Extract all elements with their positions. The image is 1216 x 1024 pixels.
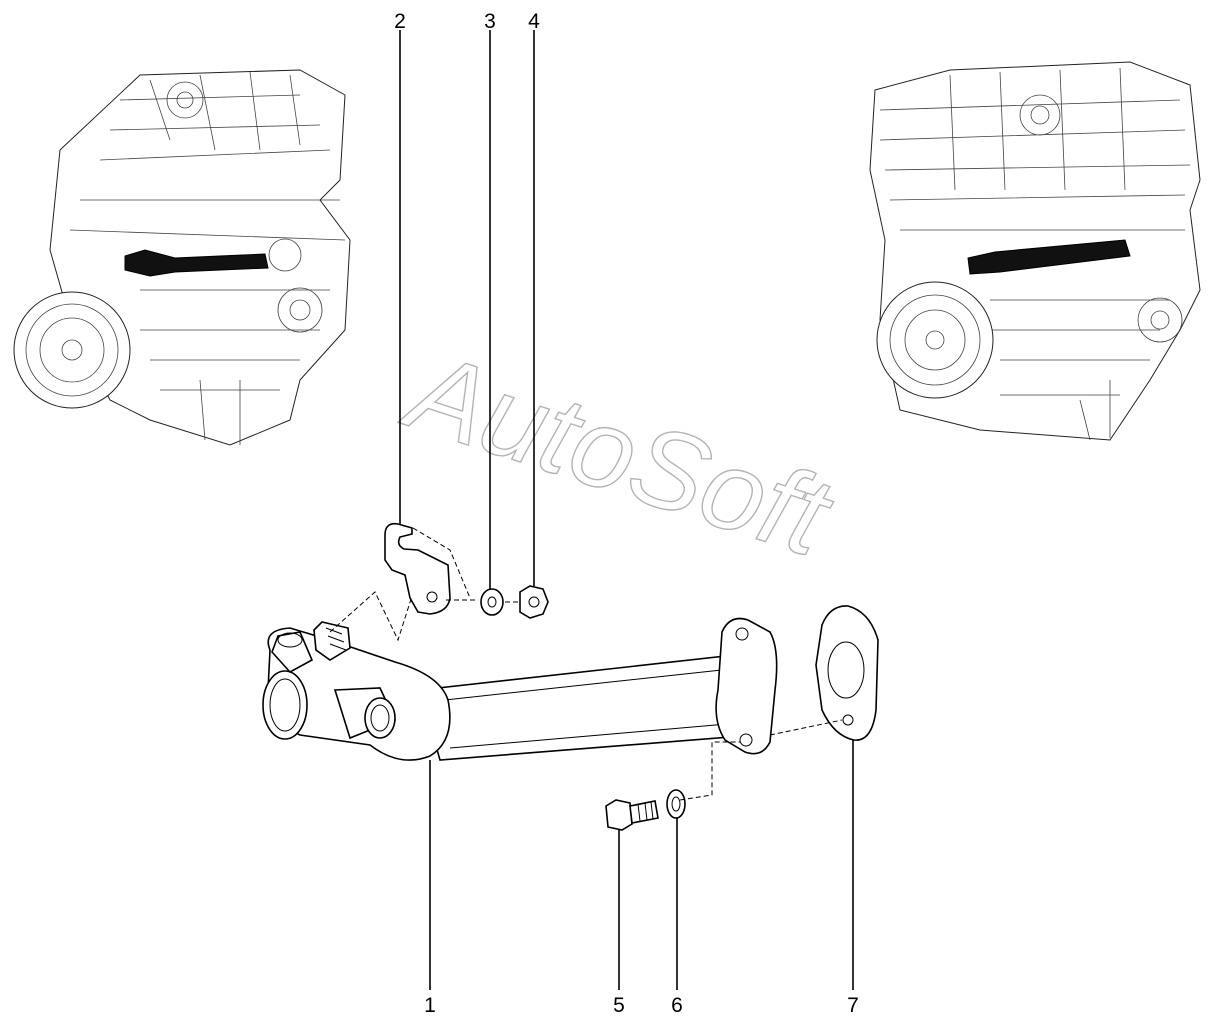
nut-part <box>519 585 549 619</box>
washer-part <box>480 588 518 616</box>
engine-illustration-left <box>13 69 351 446</box>
callout-5: 5 <box>613 994 625 1017</box>
bracket-part <box>384 522 478 615</box>
callout-4: 4 <box>528 10 540 33</box>
callout-2: 2 <box>394 10 406 33</box>
coolant-pipe-part <box>262 591 778 761</box>
callout-3: 3 <box>484 10 496 33</box>
callout-1: 1 <box>424 994 436 1017</box>
callout-7: 7 <box>847 994 859 1017</box>
watermark-text: AutoSoft <box>390 326 847 581</box>
callout-6: 6 <box>671 994 683 1017</box>
bolt-part <box>605 799 659 831</box>
gasket-part <box>769 605 879 741</box>
lock-washer-part <box>666 741 740 819</box>
leader-lines <box>399 30 854 990</box>
engine-illustration-right <box>869 61 1201 441</box>
